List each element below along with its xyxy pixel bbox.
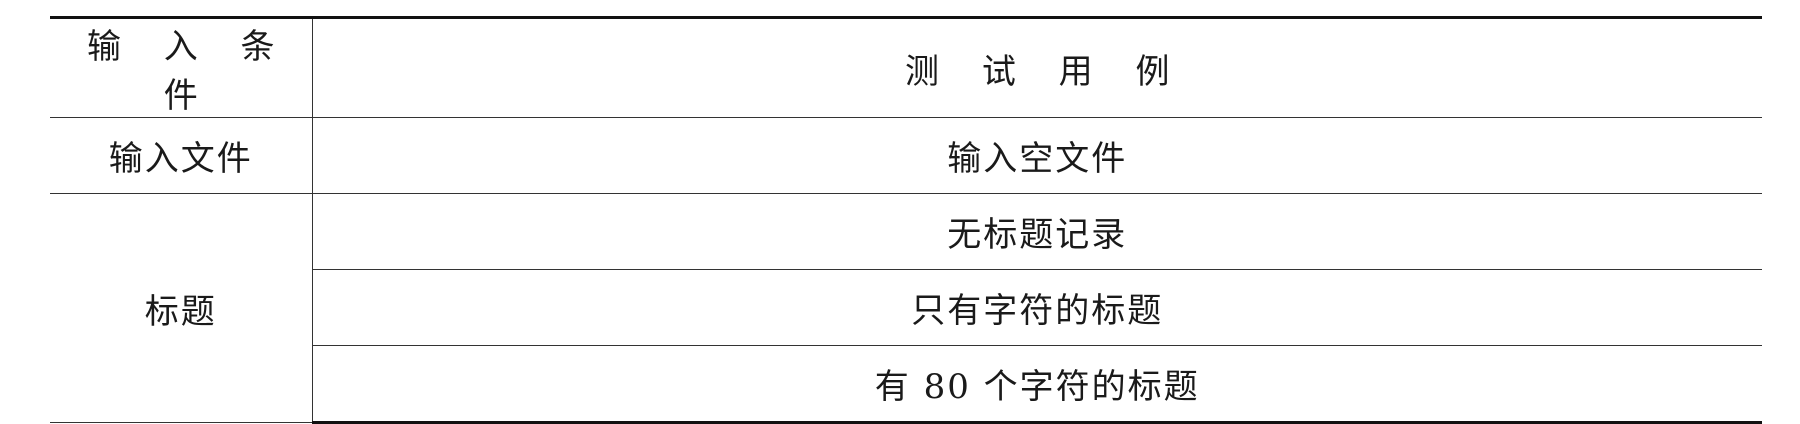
table-row: 输入文件 输入空文件 xyxy=(50,117,1762,194)
test-case-table-container: 输 入 条 件 测 试 用 例 输入文件 输入空文件 标题 无标题记录 只有字符… xyxy=(50,16,1762,424)
table-header-row: 输 入 条 件 测 试 用 例 xyxy=(50,16,1762,118)
table-row: 标题 无标题记录 xyxy=(50,193,1762,423)
test-case-table: 输 入 条 件 测 试 用 例 输入文件 输入空文件 标题 无标题记录 只有字符… xyxy=(50,16,1762,424)
table-row: 有 80 个字符的标题 xyxy=(50,345,1762,424)
case-cell: 只有字符的标题 xyxy=(312,269,1762,346)
header-test-case: 测 试 用 例 xyxy=(312,16,1762,118)
table-row: 只有字符的标题 xyxy=(50,269,1762,346)
condition-cell-title: 标题 xyxy=(50,193,313,423)
case-cell: 有 80 个字符的标题 xyxy=(312,345,1762,424)
case-cell: 输入空文件 xyxy=(312,117,1762,194)
case-cell: 无标题记录 xyxy=(312,193,1762,270)
header-input-condition: 输 入 条 件 xyxy=(50,16,313,118)
condition-cell-input-file: 输入文件 xyxy=(50,117,313,194)
